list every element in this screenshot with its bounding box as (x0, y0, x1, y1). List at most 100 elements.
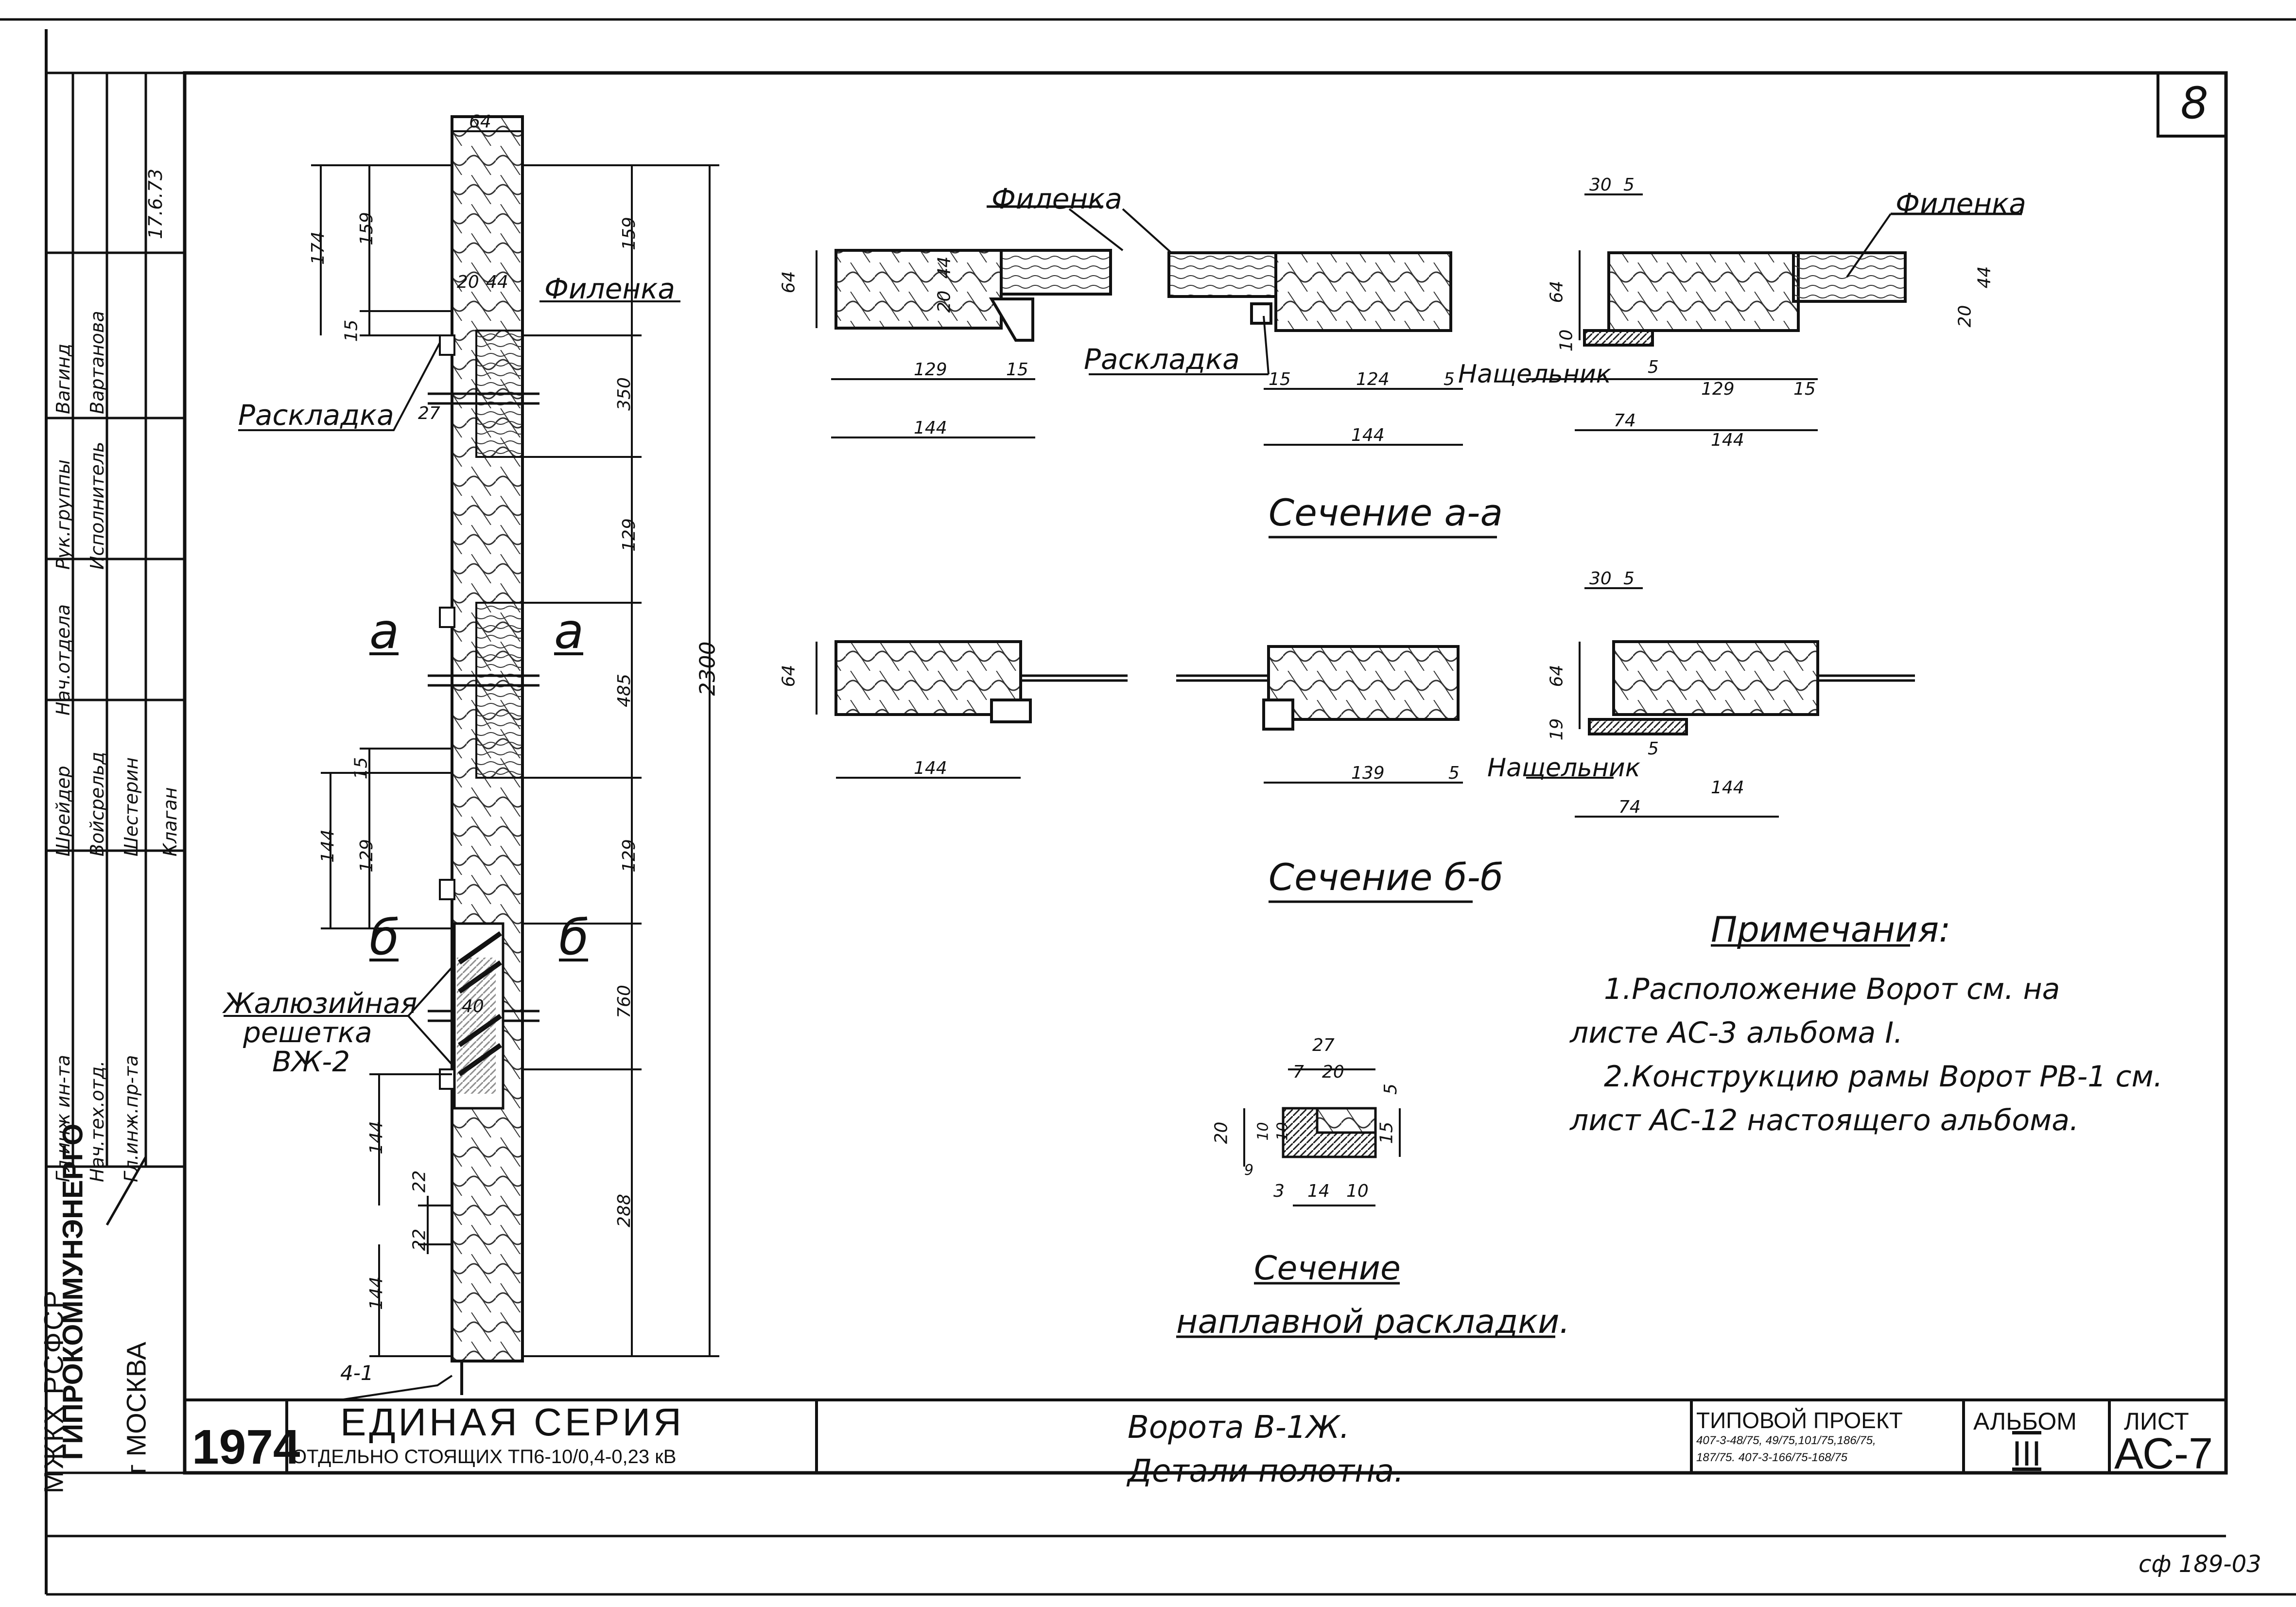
notes-line-2: листе АС-3 альбома I. (1570, 1016, 1903, 1050)
dim-left-15a: 15 (341, 319, 362, 342)
aa-dim-64: 64 (779, 271, 799, 294)
aa-dim-20: 20 (934, 290, 955, 313)
aa-dim-15c: 15 (1793, 379, 1816, 399)
bb-dim-144: 144 (914, 758, 947, 778)
section-marks (369, 652, 588, 961)
object-title-1: Ворота В-1Ж. (1128, 1410, 1350, 1446)
aa-dim-15a: 15 (1006, 360, 1028, 380)
leaders (224, 300, 680, 1401)
aa-dim-5a: 5 (1444, 369, 1455, 389)
section-mark-b-left: б (369, 909, 400, 966)
object-title-2: Детали полотна. (1128, 1453, 1404, 1489)
bb-dim-74: 74 (1618, 797, 1641, 817)
project-codes-1: 407-3-48/75, 49/75,101/75,186/75, (1696, 1434, 1876, 1447)
staff-role-6: Исполнитель (87, 441, 108, 570)
section-mark-b-right: б (559, 909, 589, 966)
bb-dim-139: 139 (1351, 763, 1385, 783)
project-label: ТИПОВОЙ ПРОЕКТ (1696, 1408, 1903, 1433)
bb-dim-144b: 144 (1711, 778, 1744, 798)
jalousie-label-2: решетка (243, 1016, 372, 1049)
filenka-label-main: Филенка (544, 272, 675, 305)
staff-name-8: Вартанова (87, 311, 108, 414)
door-leaf-elevation (428, 115, 539, 1395)
dim-left-159: 159 (356, 212, 377, 245)
section-aa-dims (816, 193, 1892, 446)
org-name: ГИПРОКОММУНЭНЕРГО (57, 1123, 89, 1460)
staff-name-5: Шестерин (121, 757, 142, 856)
staff-name-4: Войсрельд (87, 751, 108, 856)
section-bb-drawing (835, 640, 1915, 735)
series-title: ЕДИНАЯ СЕРИЯ (340, 1400, 684, 1444)
filenka-label-aa-2: Филенка (1896, 187, 2026, 220)
stamp-date: 17.6.73 (145, 168, 166, 239)
aa-dim-144c: 144 (1711, 430, 1744, 450)
sheet-number: 8 (2180, 78, 2209, 129)
sheet-value: АС-7 (2114, 1430, 2213, 1478)
stamp-column (45, 71, 186, 1474)
aa-dim-30: 30 (1589, 175, 1612, 195)
rask-dim-7: 7 (1293, 1062, 1304, 1082)
sheet-frame (0, 18, 2296, 1596)
dim-inner-40: 40 (462, 996, 484, 1016)
jalousie-label-1: Жалюзийная (224, 987, 417, 1020)
dim-top-width: 64 (469, 112, 491, 132)
notes-line-3: 2.Конструкцию рамы Ворот РВ-1 см. (1604, 1060, 2163, 1094)
bb-dim-64b: 64 (1547, 664, 1567, 687)
rask-dim-27: 27 (1312, 1035, 1335, 1055)
staff-role-5: Рук.группы (52, 459, 74, 570)
dim-right-350: 350 (614, 377, 634, 411)
raskladka-label-main: Раскладка (238, 399, 394, 432)
dim-left-144a: 144 (317, 829, 338, 863)
project-codes-2: 187/75. 407-3-166/75-168/75 (1696, 1451, 1847, 1464)
left-dim-chain (311, 164, 452, 1357)
series-sub: ОТДЕЛЬНО СТОЯЩИХ ТП6-10/0,4-0,23 кВ (292, 1446, 677, 1467)
album-label: АЛЬБОМ (1973, 1408, 2077, 1435)
bb-dim-64: 64 (779, 664, 799, 687)
staff-role-2: Нач.тех.отд. (87, 1060, 108, 1182)
aa-dim-44b: 44 (1974, 266, 1995, 289)
bb-dim-5a: 5 (1448, 763, 1460, 783)
staff-name-6: Клаган (159, 787, 181, 856)
dim-total: 2300 (695, 641, 720, 696)
rask-dim-10b: 10 (1274, 1122, 1291, 1141)
dim-right-760: 760 (614, 985, 634, 1018)
dim-right-485: 485 (614, 674, 634, 707)
dim-right-159: 159 (619, 217, 639, 250)
aa-dim-10: 10 (1556, 329, 1577, 352)
bb-dim-5c: 5 (1648, 739, 1659, 759)
aa-dim-74: 74 (1614, 411, 1636, 431)
section-bb-dims (816, 587, 1779, 818)
dim-left-22b: 22 (409, 1228, 430, 1251)
aa-dim-129b: 129 (1701, 379, 1735, 399)
rask-dim-20a: 20 (1322, 1062, 1344, 1082)
staff-role-4: Нач.отдела (52, 604, 74, 716)
dim-inner-27: 27 (418, 403, 440, 423)
naschelnik-label-aa: Нащельник (1458, 360, 1612, 389)
dim-left-129: 129 (356, 839, 377, 873)
aa-dim-5b: 5 (1623, 175, 1635, 195)
section-mark-a-left: а (369, 603, 400, 660)
dim-right-288: 288 (614, 1194, 634, 1227)
sheet-label: ЛИСТ (2124, 1408, 2189, 1435)
staff-name-3: Шрейдер (52, 766, 74, 856)
bolt-label: 4-1 (340, 1361, 374, 1385)
raskladka-label-aa: Раскладка (1084, 343, 1240, 376)
section-aa-drawing (835, 249, 1907, 347)
aa-dim-64b: 64 (1547, 280, 1567, 303)
section-mark-a-right: а (554, 603, 584, 660)
notes-line-1: 1.Расположение Ворот см. на (1604, 972, 2060, 1006)
title-block-lines (185, 1398, 2226, 1473)
aa-dim-129: 129 (914, 360, 947, 380)
filenka-label-aa-1: Филенка (991, 182, 1122, 215)
bottom-code: cф 189-03 (2139, 1551, 2261, 1578)
rask-dim-15: 15 (1376, 1121, 1397, 1144)
staff-role-3: Гл.инж.пр-та (121, 1055, 142, 1183)
rask-dim-3: 3 (1273, 1181, 1285, 1201)
staff-name-7: Вагинд (52, 343, 74, 414)
underlines (987, 205, 2022, 1338)
bb-dim-19: 19 (1547, 718, 1567, 741)
album-value: III (2012, 1434, 2042, 1473)
bb-dim-5b: 5 (1623, 569, 1635, 589)
rask-dim-10c: 10 (1346, 1181, 1369, 1201)
dim-right-129a: 129 (619, 518, 639, 552)
